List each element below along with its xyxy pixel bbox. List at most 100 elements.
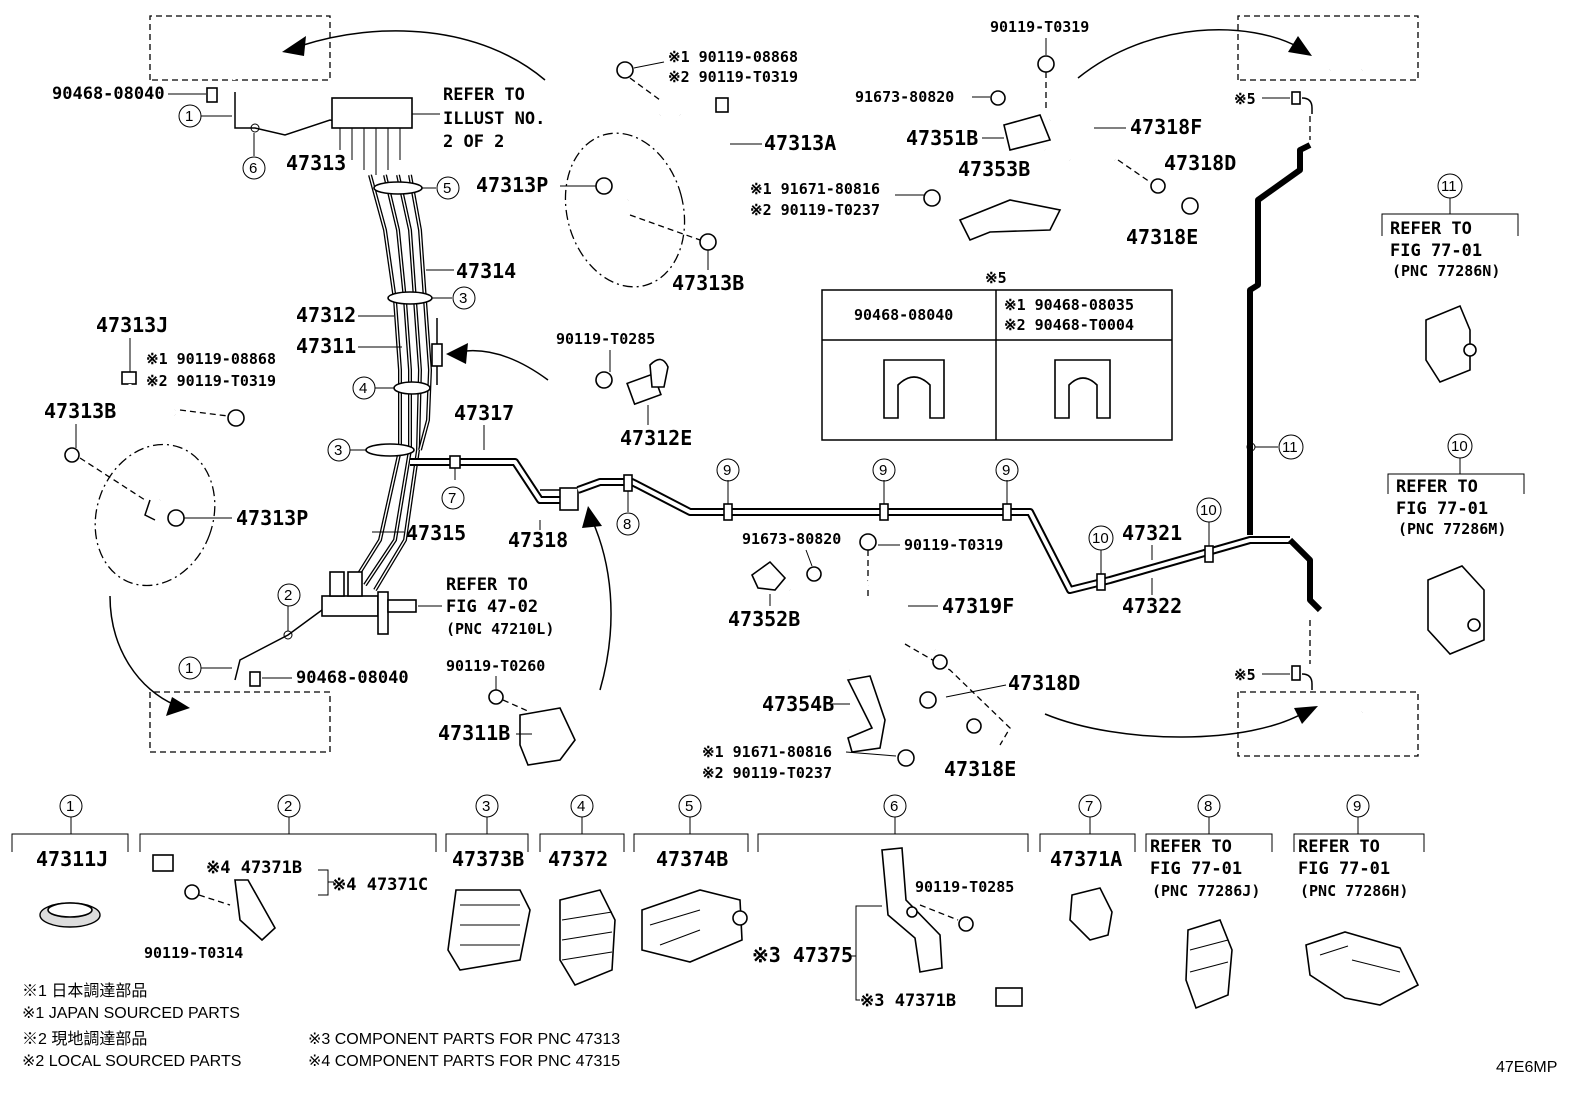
svg-text:FIG 77-01: FIG 77-01 (1390, 241, 1482, 261)
svg-text:2: 2 (284, 587, 292, 604)
label-47313P-left: 47313P (236, 506, 308, 530)
label-47353B: 47353B (958, 157, 1030, 181)
svg-text:10: 10 (1092, 530, 1109, 547)
clamp-3-upper (387, 291, 433, 305)
bottom-group-9: 9 REFER TO FIG 77-01 (PNC 77286H) (1293, 794, 1425, 1006)
refer-illust-1: REFER TO (443, 85, 525, 105)
bottom-group-1: 1 47311J (11, 794, 129, 928)
svg-text:1: 1 (185, 660, 193, 677)
bolt-90119-T0260 (488, 689, 504, 705)
bolt-47318D-top (1181, 197, 1199, 215)
bolt-47313B-top (699, 233, 717, 251)
svg-text:3: 3 (482, 798, 490, 815)
callout-7-main: 7 (441, 486, 465, 510)
label-47318F: 47318F (1130, 115, 1202, 139)
note-3: ※3 COMPONENT PARTS FOR PNC 47313 (308, 1031, 620, 1048)
callout-10-b: 10 (1196, 497, 1222, 563)
refer-box-11: 11 REFER TO FIG 77-01 (PNC 77286N) (1381, 173, 1519, 383)
diagram-code: 47E6MP (1496, 1059, 1557, 1076)
svg-text:6: 6 (890, 798, 898, 815)
label-47322: 47322 (1122, 594, 1182, 618)
detail-box-top-left (149, 15, 546, 81)
union-47318 (559, 487, 579, 511)
svg-text:8: 8 (1204, 798, 1212, 815)
legend-notes: ※1 日本調達部品 ※1 JAPAN SOURCED PARTS ※2 現地調達… (22, 982, 620, 1070)
junction-block (331, 97, 413, 129)
clip-47371B-b6-icon (995, 987, 1023, 1007)
svg-text:REFER TO: REFER TO (1396, 477, 1478, 497)
label-47313B-top: 47313B (672, 271, 744, 295)
label-47372: 47372 (548, 847, 608, 871)
bracket-47371C-icon (234, 879, 277, 942)
table5-col1: 90468-08040 (854, 306, 953, 324)
clamp-4 (393, 381, 431, 395)
svg-text:1: 1 (66, 798, 74, 815)
hose-47318F (1043, 108, 1117, 191)
label-47314: 47314 (456, 259, 516, 283)
table-5: 90468-08040 ※1 90468-08035 ※2 90468-T000… (821, 289, 1173, 441)
clip-47313P-top (595, 177, 613, 195)
svg-text:8: 8 (623, 516, 631, 533)
label-47371A: 47371A (1050, 847, 1122, 871)
refer-illust-3: 2 OF 2 (443, 132, 504, 152)
label-91671-1: ※1 91671-80816 (750, 180, 880, 198)
clip-47318E-top (1150, 178, 1166, 194)
bolt-47313B-left (64, 447, 80, 463)
svg-text:REFER TO: REFER TO (1390, 219, 1472, 239)
label-91673-mid: 91673-80820 (742, 530, 841, 548)
svg-text:90119-T0285: 90119-T0285 (915, 878, 1014, 896)
svg-text:1: 1 (185, 108, 193, 125)
note-4: ※4 COMPONENT PARTS FOR PNC 47315 (308, 1053, 620, 1070)
label-47312E: 47312E (620, 426, 692, 450)
callout-6-top: 6 (242, 156, 266, 180)
svg-text:3: 3 (334, 442, 342, 459)
callout-5: 5 (436, 176, 460, 200)
clamp-77286H-icon (1305, 931, 1420, 1006)
label-47374B: 47374B (656, 847, 728, 871)
callout-1-top: 1 (178, 104, 232, 128)
bolt-90119-T0285 (595, 371, 613, 389)
label-91671-b1: ※1 91671-80816 (702, 743, 832, 761)
label-47313P-top: 47313P (476, 173, 548, 197)
svg-text:(PNC 77286N): (PNC 77286N) (1392, 262, 1500, 280)
nut-91673-mid (806, 566, 822, 582)
svg-text:FIG 77-01: FIG 77-01 (1150, 859, 1242, 879)
clamp-47373B-icon (447, 889, 531, 971)
label-47319F: 47319F (942, 594, 1014, 618)
svg-text:90119-T0314: 90119-T0314 (144, 944, 243, 962)
label-47313A-2: ※2 90119-T0319 (668, 68, 798, 86)
label-90119-T0285: 90119-T0285 (556, 330, 655, 348)
callout-9-a: 9 (716, 458, 740, 521)
label-47313: 47313 (286, 151, 346, 175)
table5-mark: ※5 (985, 269, 1007, 287)
mark5-r2: ※5 (1234, 666, 1256, 684)
detail-box-top-right (1077, 15, 1419, 81)
callout-8-main: 8 (616, 512, 640, 536)
svg-text:11: 11 (1441, 178, 1457, 195)
svg-text:4: 4 (359, 380, 367, 397)
clamp-47374B-icon (641, 889, 743, 963)
label-91671-b2: ※2 90119-T0237 (702, 764, 832, 782)
clamp-47371A-icon (1069, 887, 1113, 941)
svg-text:9: 9 (879, 462, 887, 479)
clamp-47372-icon (559, 889, 616, 986)
svg-text:※4 47371C: ※4 47371C (332, 875, 428, 895)
bottom-group-8: 8 REFER TO FIG 77-01 (PNC 77286J) (1145, 794, 1273, 1010)
label-90119-T0319-top: 90119-T0319 (990, 18, 1089, 36)
brake-tube-harness (353, 174, 433, 592)
label-47313B-left: 47313B (44, 399, 116, 423)
label-47318D-top: 47318D (1164, 151, 1236, 175)
refer-47-02-1: REFER TO (446, 575, 528, 595)
clamp-77286M-icon (1427, 565, 1485, 655)
svg-text:9: 9 (1002, 462, 1010, 479)
callout-3-lower: 3 (327, 438, 351, 462)
label-47311B: 47311B (438, 721, 510, 745)
bolt-47313A (616, 61, 634, 79)
proportioning-valve (321, 571, 417, 635)
bracket-47352B (750, 560, 787, 591)
clamp-3-lower (365, 443, 415, 457)
table5-col2-2: ※2 90468-T0004 (1004, 316, 1134, 334)
refer-47-02-3: (PNC 47210L) (446, 620, 554, 638)
refer-box-10: 10 REFER TO FIG 77-01 (PNC 77286M) (1387, 433, 1525, 655)
